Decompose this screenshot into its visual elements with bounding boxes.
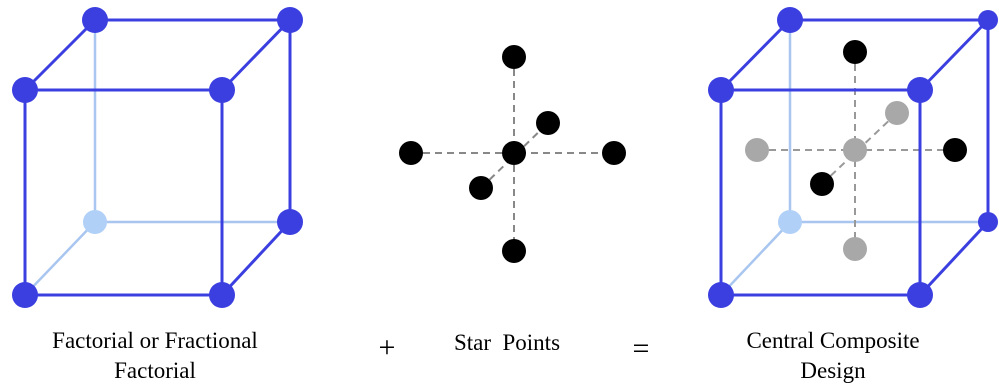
- star-point: [469, 176, 493, 200]
- ccd-caption-line1: Central Composite: [746, 328, 919, 353]
- factorial-point: [708, 77, 734, 103]
- ccd-caption-line2: Design: [800, 358, 866, 383]
- star-point: [502, 45, 526, 69]
- star-point: [843, 40, 867, 64]
- factorial-point: [708, 282, 734, 308]
- star-point: [399, 141, 423, 165]
- factorial-cube: [12, 7, 303, 308]
- hidden-factorial-point: [778, 210, 802, 234]
- star-point: [502, 239, 526, 263]
- star-point: [943, 138, 967, 162]
- factorial-point: [978, 10, 998, 30]
- star-axis: [480, 122, 549, 189]
- interior-point: [885, 101, 909, 125]
- factorial-point: [907, 282, 933, 308]
- cube-edge: [220, 18, 292, 92]
- factorial-point: [12, 77, 38, 103]
- factorial-point: [209, 282, 235, 308]
- star-points: [399, 45, 626, 263]
- plus-operator: +: [379, 331, 396, 364]
- factorial-caption-line2: Factorial: [114, 358, 196, 383]
- center-point: [502, 141, 526, 165]
- ccd-cube: [708, 7, 998, 308]
- cube-edge: [719, 18, 792, 92]
- cube-edge: [918, 18, 990, 92]
- hidden-edge: [720, 221, 791, 296]
- factorial-point: [12, 282, 38, 308]
- interior-point: [843, 237, 867, 261]
- star-caption: Star Points: [454, 330, 560, 355]
- factorial-point: [907, 77, 933, 103]
- cube-edge: [918, 220, 990, 297]
- star-point: [810, 172, 834, 196]
- hidden-edge: [24, 221, 96, 296]
- factorial-point: [978, 212, 998, 232]
- star-point: [602, 141, 626, 165]
- equals-operator: =: [633, 332, 650, 365]
- factorial-point: [82, 7, 108, 33]
- factorial-caption-line1: Factorial or Fractional: [52, 328, 258, 353]
- hidden-factorial-point: [83, 210, 107, 234]
- interior-point: [745, 138, 769, 162]
- star-point: [536, 111, 560, 135]
- factorial-point: [277, 209, 303, 235]
- cube-edge: [23, 18, 97, 92]
- interior-point: [843, 138, 867, 162]
- factorial-point: [277, 7, 303, 33]
- factorial-point: [209, 77, 235, 103]
- cube-edge: [220, 220, 292, 297]
- factorial-point: [777, 7, 803, 33]
